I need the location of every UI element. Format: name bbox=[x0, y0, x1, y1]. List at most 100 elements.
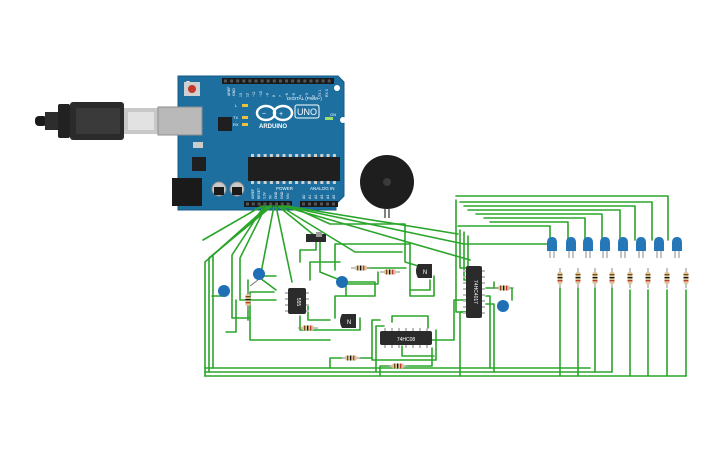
wire[interactable] bbox=[475, 213, 603, 241]
ic-pin bbox=[398, 328, 400, 331]
wire[interactable] bbox=[299, 239, 317, 263]
wire[interactable] bbox=[457, 225, 551, 241]
header-hole bbox=[327, 79, 331, 83]
wire[interactable] bbox=[379, 365, 391, 377]
ic-pin bbox=[412, 328, 414, 331]
wire[interactable] bbox=[485, 303, 495, 373]
resistor[interactable] bbox=[627, 268, 633, 288]
wire[interactable] bbox=[212, 205, 269, 369]
piezo-buzzer[interactable] bbox=[360, 155, 414, 218]
wire[interactable] bbox=[208, 205, 273, 373]
wire[interactable] bbox=[225, 299, 237, 333]
header-hole bbox=[275, 202, 278, 206]
resistor[interactable] bbox=[592, 268, 598, 288]
wire[interactable] bbox=[405, 347, 433, 367]
wire[interactable] bbox=[467, 209, 621, 241]
wire[interactable] bbox=[463, 205, 636, 241]
resistor[interactable] bbox=[557, 268, 563, 288]
wire[interactable] bbox=[334, 281, 376, 319]
led[interactable] bbox=[547, 237, 557, 258]
wire[interactable] bbox=[277, 205, 346, 283]
and-gate-74hc08-ic[interactable]: 74HC08 bbox=[380, 328, 432, 348]
wire[interactable] bbox=[489, 221, 569, 241]
slide-switch[interactable] bbox=[306, 232, 326, 242]
transistor[interactable]: N bbox=[340, 314, 356, 328]
wire[interactable] bbox=[459, 311, 471, 377]
chip-pin bbox=[288, 181, 292, 184]
usb-cable[interactable] bbox=[35, 102, 158, 140]
digital-header-label: DIGITAL (PWM~) bbox=[287, 96, 322, 101]
digital-pin-label: 12 bbox=[246, 93, 250, 97]
power-pin-label: GND bbox=[274, 191, 278, 199]
wire[interactable] bbox=[279, 205, 403, 253]
resistor[interactable] bbox=[645, 268, 651, 288]
wire[interactable] bbox=[459, 201, 653, 241]
header-hole bbox=[272, 79, 276, 83]
digital-pin-label: 7 bbox=[279, 95, 283, 97]
analog-pin-label: A4 bbox=[326, 195, 330, 199]
capacitor[interactable] bbox=[497, 300, 509, 312]
wire[interactable] bbox=[371, 319, 437, 361]
transistor[interactable]: N bbox=[416, 264, 432, 278]
ic-pin bbox=[482, 288, 485, 290]
led[interactable] bbox=[636, 237, 646, 258]
resistor[interactable] bbox=[298, 325, 318, 331]
capacitor[interactable] bbox=[336, 276, 348, 288]
led[interactable] bbox=[566, 237, 576, 258]
wire[interactable] bbox=[347, 271, 379, 285]
resistor[interactable] bbox=[341, 355, 361, 361]
wire[interactable] bbox=[299, 315, 361, 331]
resistor[interactable] bbox=[351, 265, 371, 271]
power-header[interactable] bbox=[244, 201, 292, 207]
resistor[interactable] bbox=[609, 268, 615, 288]
led[interactable] bbox=[583, 237, 593, 258]
analog-header[interactable] bbox=[300, 201, 338, 207]
wire[interactable] bbox=[231, 205, 265, 319]
wire[interactable] bbox=[459, 229, 467, 269]
ic-pin bbox=[285, 310, 288, 312]
resistor[interactable] bbox=[245, 290, 251, 310]
wire[interactable] bbox=[391, 315, 429, 329]
resistor[interactable] bbox=[380, 269, 400, 275]
wire[interactable] bbox=[281, 205, 471, 261]
led[interactable] bbox=[618, 237, 628, 258]
wire[interactable] bbox=[483, 217, 586, 241]
wire[interactable] bbox=[409, 279, 431, 291]
counter-ic-label: 74HC4017 bbox=[472, 280, 478, 304]
capacitor[interactable] bbox=[218, 285, 230, 297]
wire[interactable] bbox=[455, 195, 669, 241]
resistor[interactable] bbox=[575, 268, 581, 288]
ic-pin bbox=[306, 292, 309, 294]
wire[interactable] bbox=[204, 205, 271, 377]
arduino-uno-board[interactable]: − + ARDUINO UNO TX RX L ON DIGITAL (PWM~… bbox=[157, 75, 346, 211]
led[interactable] bbox=[654, 237, 664, 258]
wire[interactable] bbox=[249, 291, 331, 341]
wire[interactable] bbox=[289, 205, 426, 269]
wire[interactable] bbox=[309, 261, 341, 281]
l-label: L bbox=[235, 103, 238, 108]
chip-pin bbox=[282, 154, 286, 157]
led[interactable] bbox=[600, 237, 610, 258]
digital-header[interactable] bbox=[222, 78, 334, 84]
resistor[interactable] bbox=[683, 268, 689, 288]
wire[interactable] bbox=[239, 205, 277, 301]
resistor[interactable] bbox=[494, 285, 514, 291]
wire[interactable] bbox=[329, 357, 343, 369]
wire[interactable] bbox=[285, 205, 459, 235]
wire[interactable] bbox=[401, 345, 435, 357]
switch-handle[interactable] bbox=[316, 232, 322, 237]
wire[interactable] bbox=[275, 205, 293, 283]
wire[interactable] bbox=[307, 305, 331, 321]
wire[interactable] bbox=[485, 295, 491, 369]
wire[interactable] bbox=[202, 205, 263, 241]
header-hole bbox=[224, 79, 227, 83]
wire[interactable] bbox=[375, 325, 385, 373]
counter-74hc4017-ic[interactable]: 74HC4017 bbox=[463, 266, 485, 318]
wire[interactable] bbox=[429, 299, 469, 341]
led[interactable] bbox=[672, 237, 682, 258]
timer-555-ic[interactable]: 555 bbox=[285, 288, 309, 314]
wire[interactable] bbox=[334, 243, 435, 297]
resistor[interactable] bbox=[388, 363, 408, 369]
resistor[interactable] bbox=[664, 268, 670, 288]
capacitor[interactable] bbox=[249, 268, 265, 287]
